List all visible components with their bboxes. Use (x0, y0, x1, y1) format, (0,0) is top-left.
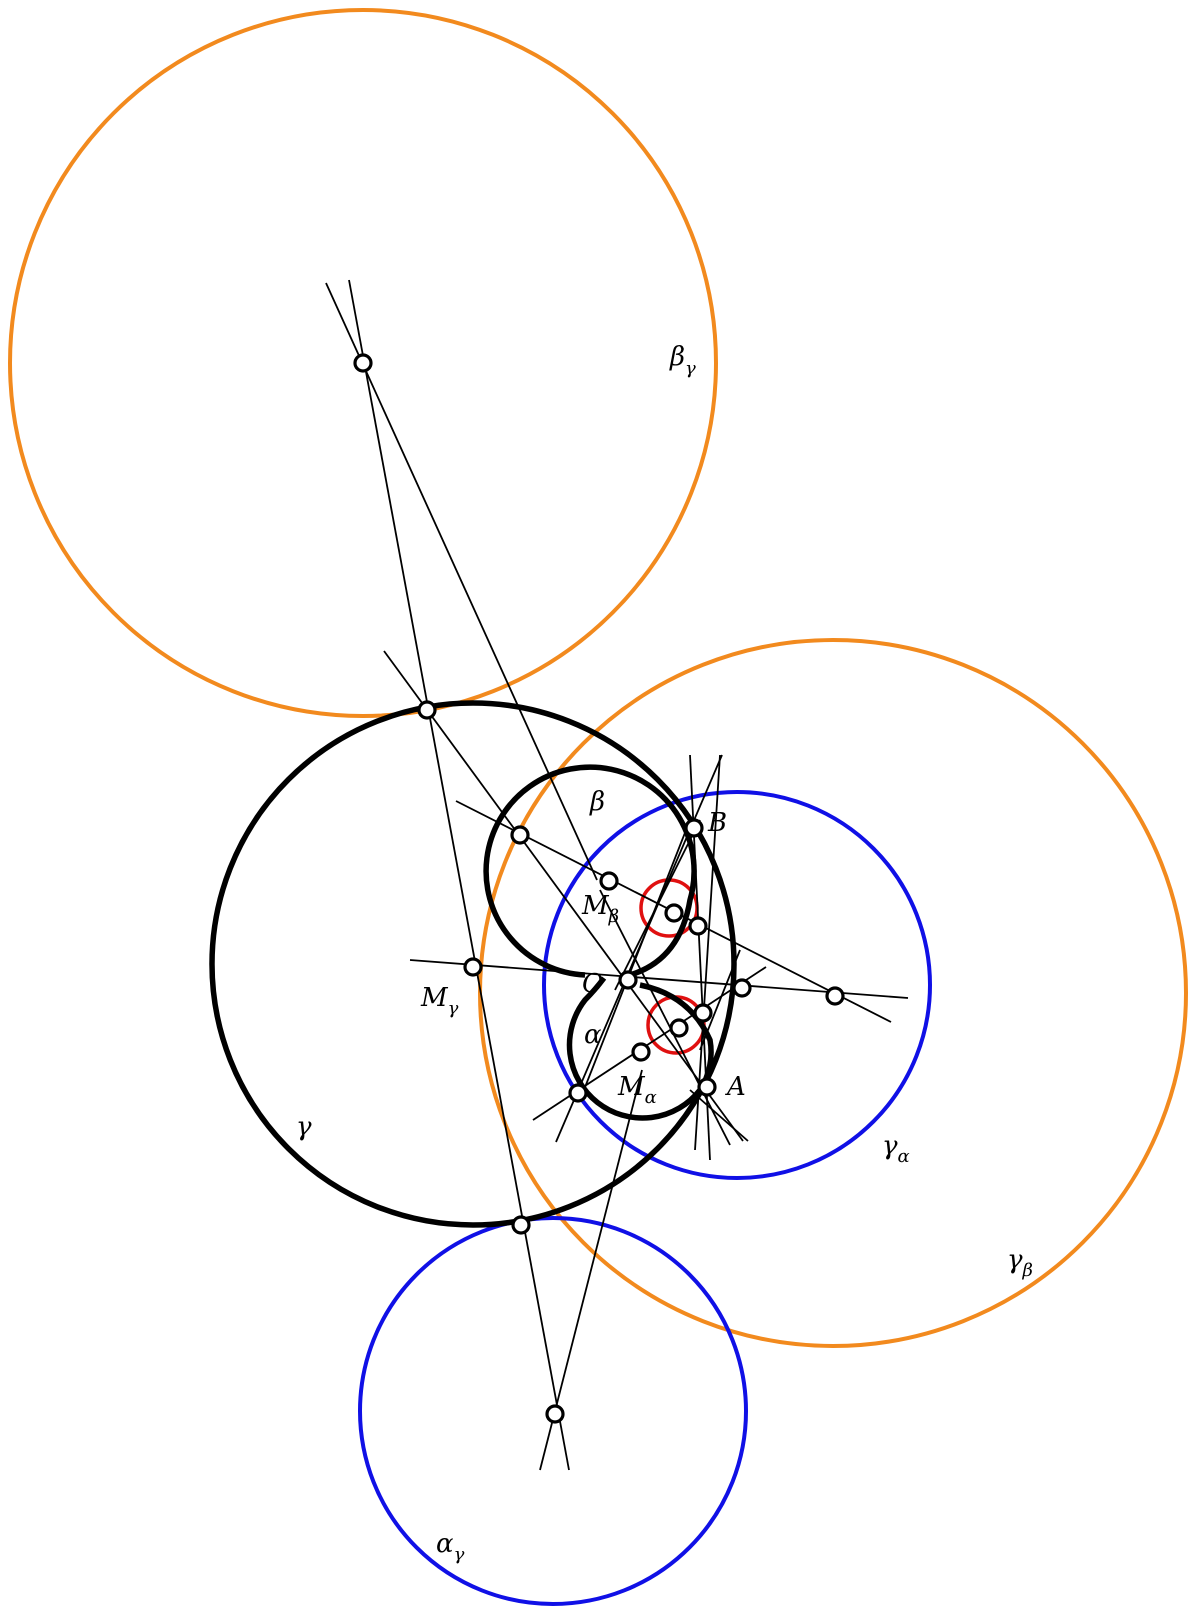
line-1 (325, 282, 598, 881)
line-15 (689, 1089, 749, 1142)
point-center-alpha-gamma (545, 1404, 565, 1424)
point-red-lower-center (669, 1018, 689, 1038)
point-red-lower-tangent (693, 1003, 713, 1023)
circle-gamma-alpha (542, 790, 932, 1180)
label-alpha: α (584, 1020, 602, 1050)
point-m-alpha (631, 1042, 651, 1062)
line-10 (599, 889, 731, 1146)
point-center-beta-gamma (353, 353, 373, 373)
line-8 (539, 1069, 643, 1471)
label-gamma-alpha: γα (882, 1131, 910, 1167)
point-b (684, 818, 704, 838)
point-m-gamma (463, 957, 483, 977)
line-2 (348, 279, 570, 1471)
line-11 (579, 819, 691, 1101)
label-m-beta: Mβ (581, 891, 619, 927)
point-beta-left (510, 825, 530, 845)
line-13 (614, 819, 701, 991)
arc-beta (483, 764, 697, 978)
construction-lines (325, 279, 909, 1471)
label-point-b: B (707, 808, 727, 838)
arcs (483, 764, 714, 1121)
circles (8, 8, 1188, 1606)
point-a (697, 1077, 717, 1097)
points (353, 353, 845, 1424)
point-gamma-alpha-right (732, 978, 752, 998)
circle-alpha-gamma (358, 1216, 748, 1606)
label-gamma: γ (296, 1112, 312, 1142)
point-tangent-top (417, 700, 437, 720)
label-beta: β (589, 787, 605, 817)
point-red-upper-tangent (688, 916, 708, 936)
label-gamma-beta: γβ (1007, 1245, 1033, 1281)
label-m-gamma: Mγ (420, 983, 459, 1019)
arc-alpha (566, 976, 714, 1121)
label-beta-gamma: βγ (669, 342, 696, 379)
circle-beta-gamma (8, 8, 718, 718)
label-point-o: O (582, 969, 603, 999)
point-m-beta (599, 871, 619, 891)
label-alpha-gamma: αγ (436, 1529, 465, 1565)
line-5 (409, 959, 909, 999)
point-alpha-left (568, 1083, 588, 1103)
label-m-alpha: Mα (617, 1072, 657, 1108)
point-red-upper-center (664, 903, 684, 923)
point-far-right (825, 986, 845, 1006)
line-14 (699, 949, 741, 1051)
line-3 (383, 650, 744, 1142)
point-o (618, 970, 638, 990)
point-tangent-bottom (511, 1215, 531, 1235)
labels: βγ β B Mβ O Mγ α Mα A γ γα γβ αγ (296, 342, 1033, 1565)
label-point-a: A (725, 1072, 746, 1102)
